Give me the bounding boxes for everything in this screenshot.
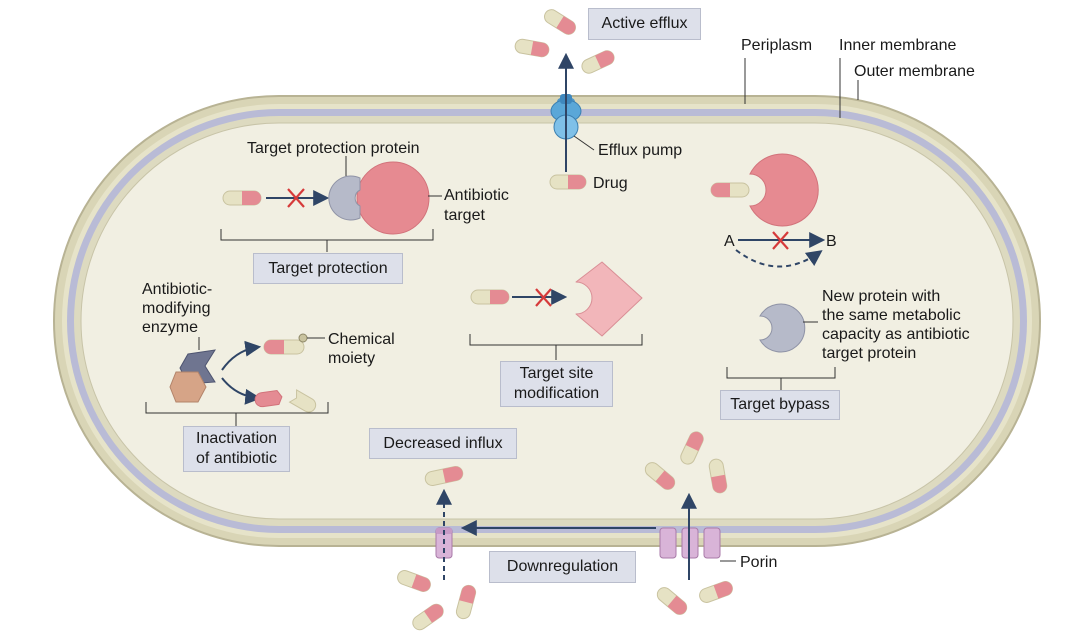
blocked-x-3 [772,231,789,250]
pathway-a-label: A [724,233,735,250]
chemical-moiety-label-line-2: moiety [328,350,376,367]
inactivation-label-line-2: of antibiotic [196,450,277,467]
bypass-target [749,153,819,227]
tsm-bracket [469,334,643,360]
target-protection-label: Target protection [268,259,388,277]
bypass-pill [710,182,750,198]
antibiotic-target-circle [356,161,430,235]
downregulation-label: Downregulation [506,558,619,575]
target-protection-box: Target protection [253,253,403,284]
outside-pill-1 [397,570,431,592]
downregulation-box: Downregulation [489,551,636,583]
inside-pill-3 [708,458,728,494]
outside-pill-3 [412,603,444,631]
tsm-label-line-1: Target site [519,365,594,382]
target-bypass-label: Target bypass [730,396,830,413]
decreased-influx-box: Decreased influx [369,428,517,459]
outside-pill-4 [656,587,688,615]
new-protein-label-line-3: capacity as antibiotic [822,326,970,343]
active-efflux-box: Active efflux [588,8,701,40]
target-protection-bracket [220,229,434,252]
outside-pill-5 [699,581,733,603]
broken-pill-right [288,389,317,413]
efflux-pump-leader [573,135,595,151]
inactivation-label-line-1: Inactivation [196,430,277,447]
bypass-bracket [726,367,836,390]
tsm-pill [470,289,510,305]
target-site-modification-box: Target site modification [500,361,613,407]
target-protection-protein-label: Target protection protein [247,140,420,157]
inactivation-arrow-up [221,340,262,371]
efflux-pill-2 [514,38,550,58]
efflux-pump-label: Efflux pump [598,142,683,159]
enzyme-label-line-3: enzyme [142,319,199,336]
drug-pill [549,174,587,190]
inside-pill-1 [680,431,704,465]
chemical-moiety [298,333,308,343]
inactivation-bracket [145,402,329,426]
new-protein-label-line-2: the same metabolic [822,307,961,324]
new-protein-label-line-1: New protein with [822,288,941,305]
bypass-dashed-arrow [735,249,823,268]
antibiotic-target-label-line-2: target [444,207,485,224]
inner-membrane-label: Inner membrane [839,37,957,54]
efflux-pill-3 [581,50,615,74]
enzyme-label-line-2: modifying [142,300,211,317]
influx-pill-in [424,466,464,486]
target-protection-protein [328,175,361,221]
enzyme-label-line-1: Antibiotic- [142,281,213,298]
modified-pill [263,339,305,355]
chemical-moiety-label-line-1: Chemical [328,331,395,348]
modifying-enzyme [169,349,216,403]
blocked-x-2 [535,288,552,307]
broken-pill-left [254,389,283,408]
inactivation-arrow-down [221,377,262,405]
porin-label: Porin [740,554,778,571]
new-protein [759,303,806,353]
modified-target [575,261,643,337]
outer-membrane-label: Outer membrane [854,63,975,80]
drug-label: Drug [593,175,628,192]
inactivation-box: Inactivation of antibiotic [183,426,290,472]
membrane-leaders [744,58,859,118]
decreased-influx-label: Decreased influx [383,434,503,452]
tsm-label-line-2: modification [513,385,600,402]
new-protein-label-line-4: target protein [822,345,917,362]
active-efflux-label: Active efflux [601,15,688,32]
antibiotic-target-label-line-1: Antibiotic [444,187,509,204]
blocked-x-1 [287,188,305,208]
target-bypass-box: Target bypass [720,390,840,420]
inside-pill-2 [644,462,676,490]
periplasm-label: Periplasm [741,37,813,54]
outside-pill-2 [455,584,477,620]
efflux-pill-1 [544,9,576,35]
pathway-b-label: B [826,233,837,250]
target-protection-pill [222,190,262,206]
